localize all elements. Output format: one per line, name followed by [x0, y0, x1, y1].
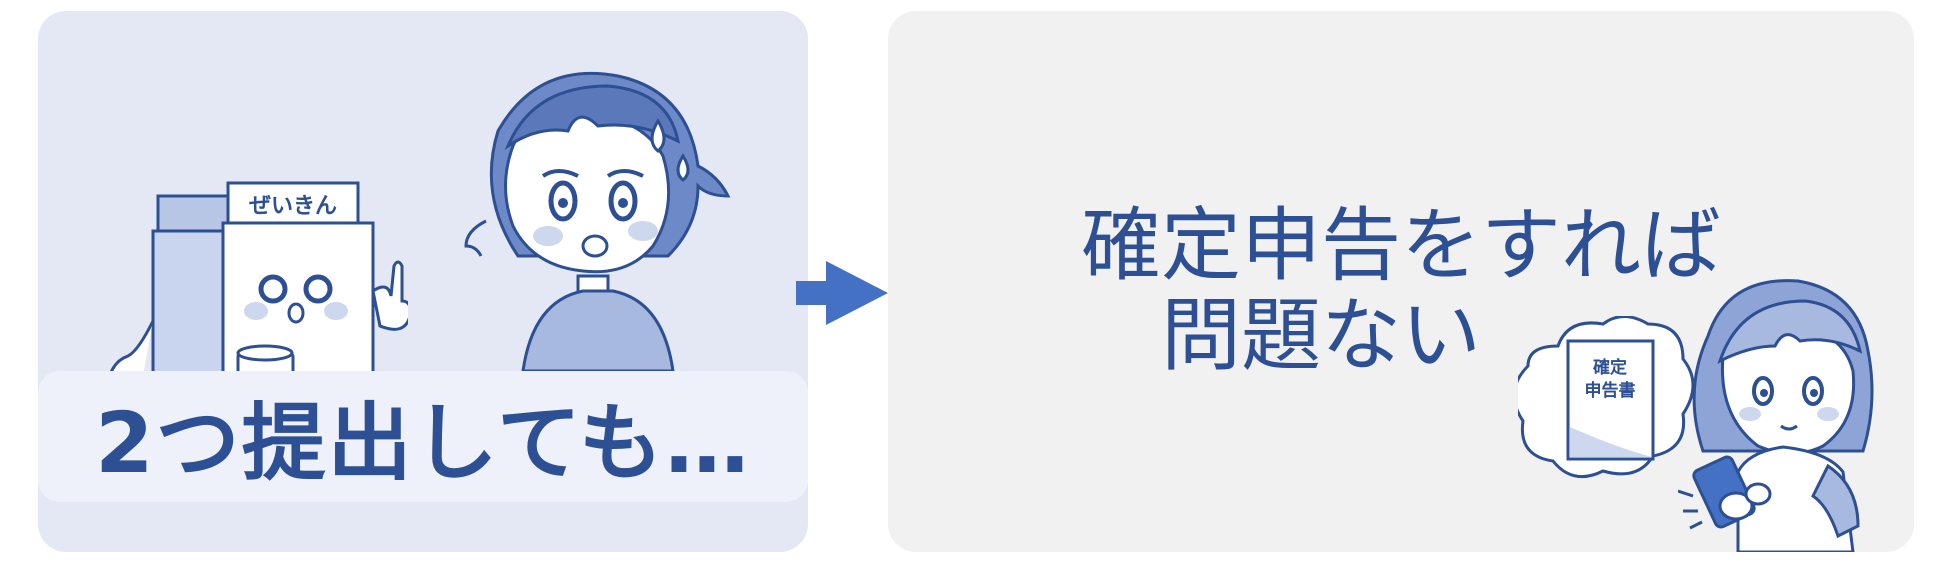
- headline-line-1: 確定申告をすれば: [1081, 199, 1721, 292]
- box-sign-label: ぜいきん: [249, 194, 337, 219]
- right-panel: 確定申告をすれば 問題ない 確定 申告書: [888, 11, 1914, 552]
- caption-bar: 2つ提出しても…: [38, 371, 808, 502]
- worried-person-illustration: [464, 71, 731, 371]
- headline-line-2: 問題ない: [1161, 289, 1481, 382]
- document-label-line-1: 確定: [1593, 357, 1627, 378]
- thought-bubble: 確定 申告書: [1518, 316, 1695, 479]
- headline: 確定申告をすれば 問題ない: [888, 201, 1914, 381]
- left-panel: ぜいきん ¥: [38, 11, 808, 552]
- arrow-right-icon: [796, 261, 888, 325]
- person-with-phone-illustration: [1678, 279, 1874, 552]
- document-label-line-2: 申告書: [1585, 380, 1636, 401]
- caption-text: 2つ提出しても…: [95, 394, 751, 492]
